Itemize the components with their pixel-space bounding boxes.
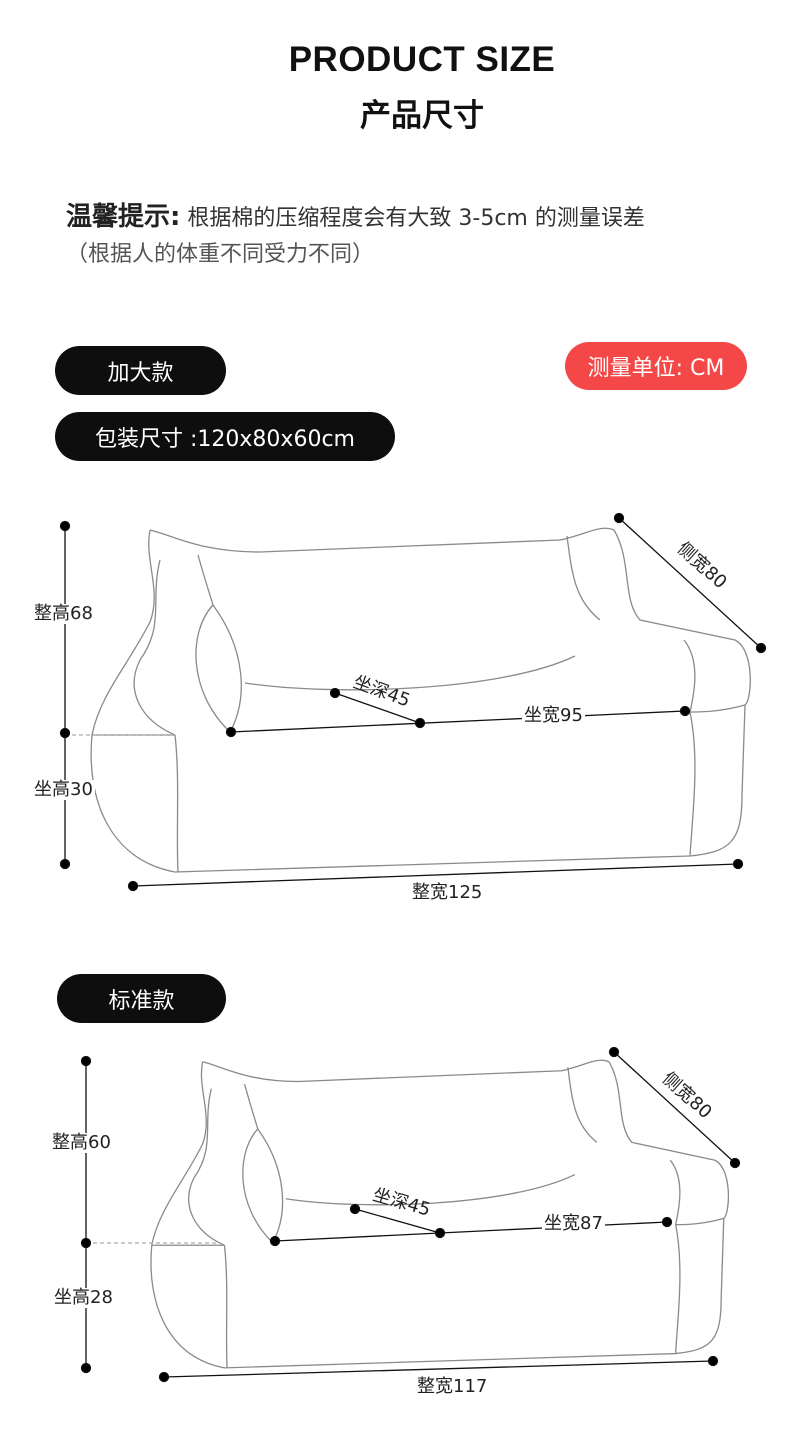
standard-model-badge: 标准款 — [57, 974, 226, 1023]
large-seat-width: 坐宽95 — [522, 705, 585, 726]
dimension-lines-standard — [80, 1046, 741, 1383]
notice: 温馨提示: 根据棉的压缩程度会有大致 3-5cm 的测量误差 — [66, 196, 645, 233]
package-size-badge: 包装尺寸 :120x80x60cm — [55, 412, 395, 461]
notice-text: 根据棉的压缩程度会有大致 3-5cm 的测量误差 — [187, 206, 645, 231]
title-cn: 产品尺寸 — [360, 98, 484, 134]
large-total-width: 整宽125 — [410, 882, 485, 903]
notice-subtext: （根据人的体重不同受力不同） — [66, 242, 375, 267]
large-total-height: 整高68 — [32, 603, 95, 624]
standard-total-height: 整高60 — [50, 1132, 113, 1153]
sofa-standard-outline — [150, 1059, 730, 1369]
large-seat-height: 坐高30 — [32, 779, 95, 800]
dimension-lines-large — [59, 512, 767, 892]
standard-total-width: 整宽117 — [415, 1376, 490, 1397]
standard-seat-height: 坐高28 — [52, 1287, 115, 1308]
standard-seat-width: 坐宽87 — [542, 1213, 605, 1234]
title-en: PRODUCT SIZE — [288, 40, 556, 79]
large-model-badge: 加大款 — [55, 346, 226, 395]
notice-label: 温馨提示: — [66, 202, 181, 232]
sofa-large-outline — [90, 527, 751, 873]
unit-badge: 测量单位: CM — [565, 342, 747, 390]
